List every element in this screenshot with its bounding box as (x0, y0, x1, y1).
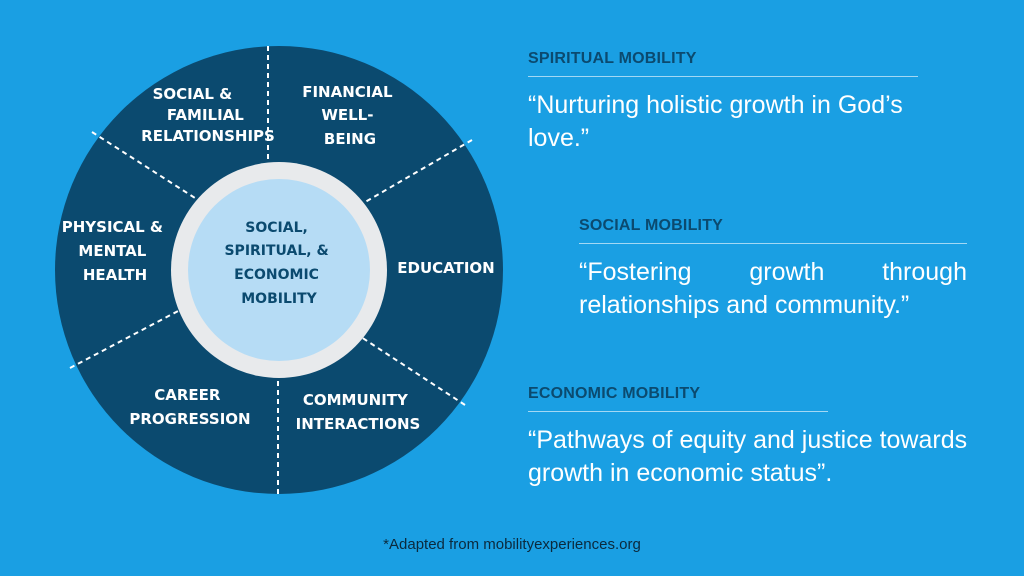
divider-line (91, 131, 196, 199)
center-label-line: SPIRITUAL, & (224, 243, 328, 259)
panel-heading: SOCIAL MOBILITY (579, 217, 967, 244)
panel-quote: “Fostering growth through relationships … (579, 258, 967, 319)
panel-quote: “Nurturing holistic growth in God’s love… (528, 91, 903, 152)
center-label-line: MOBILITY (241, 291, 317, 307)
center-label-line: ECONOMIC (234, 267, 319, 283)
divider-line (357, 334, 466, 406)
panel-heading: ECONOMIC MOBILITY (528, 385, 828, 412)
panel-economic-mobility: ECONOMIC MOBILITY “Pathways of equity an… (528, 385, 967, 490)
segment-label-social-familial: SOCIAL & FAMILIAL RELATIONSHIPS (141, 85, 275, 145)
panel-heading: SPIRITUAL MOBILITY (528, 50, 918, 77)
segment-label-financial: FINANCIAL WELL- BEING (302, 83, 398, 148)
source-footnote: *Adapted from mobilityexperiences.org (383, 536, 641, 553)
center-label: SOCIAL, SPIRITUAL, & ECONOMIC MOBILITY (224, 220, 333, 307)
divider-line (359, 139, 473, 206)
panel-spiritual-mobility: SPIRITUAL MOBILITY “Nurturing holistic g… (528, 50, 918, 155)
mobility-wheel-diagram: SOCIAL, SPIRITUAL, & ECONOMIC MOBILITY S… (55, 46, 503, 494)
divider-line (69, 309, 181, 369)
center-circle (188, 179, 370, 361)
segment-label-physical-mental: PHYSICAL & MENTAL HEALTH (62, 218, 169, 284)
segment-label-community: COMMUNITY INTERACTIONS (296, 391, 421, 433)
segment-label-career: CAREER PROGRESSION (129, 386, 250, 428)
panel-quote: “Pathways of equity and justice towards … (528, 426, 968, 487)
segment-label-education: EDUCATION (397, 259, 494, 277)
center-label-line: SOCIAL, (245, 220, 308, 236)
panel-social-mobility: SOCIAL MOBILITY “Fostering growth throug… (579, 217, 967, 322)
